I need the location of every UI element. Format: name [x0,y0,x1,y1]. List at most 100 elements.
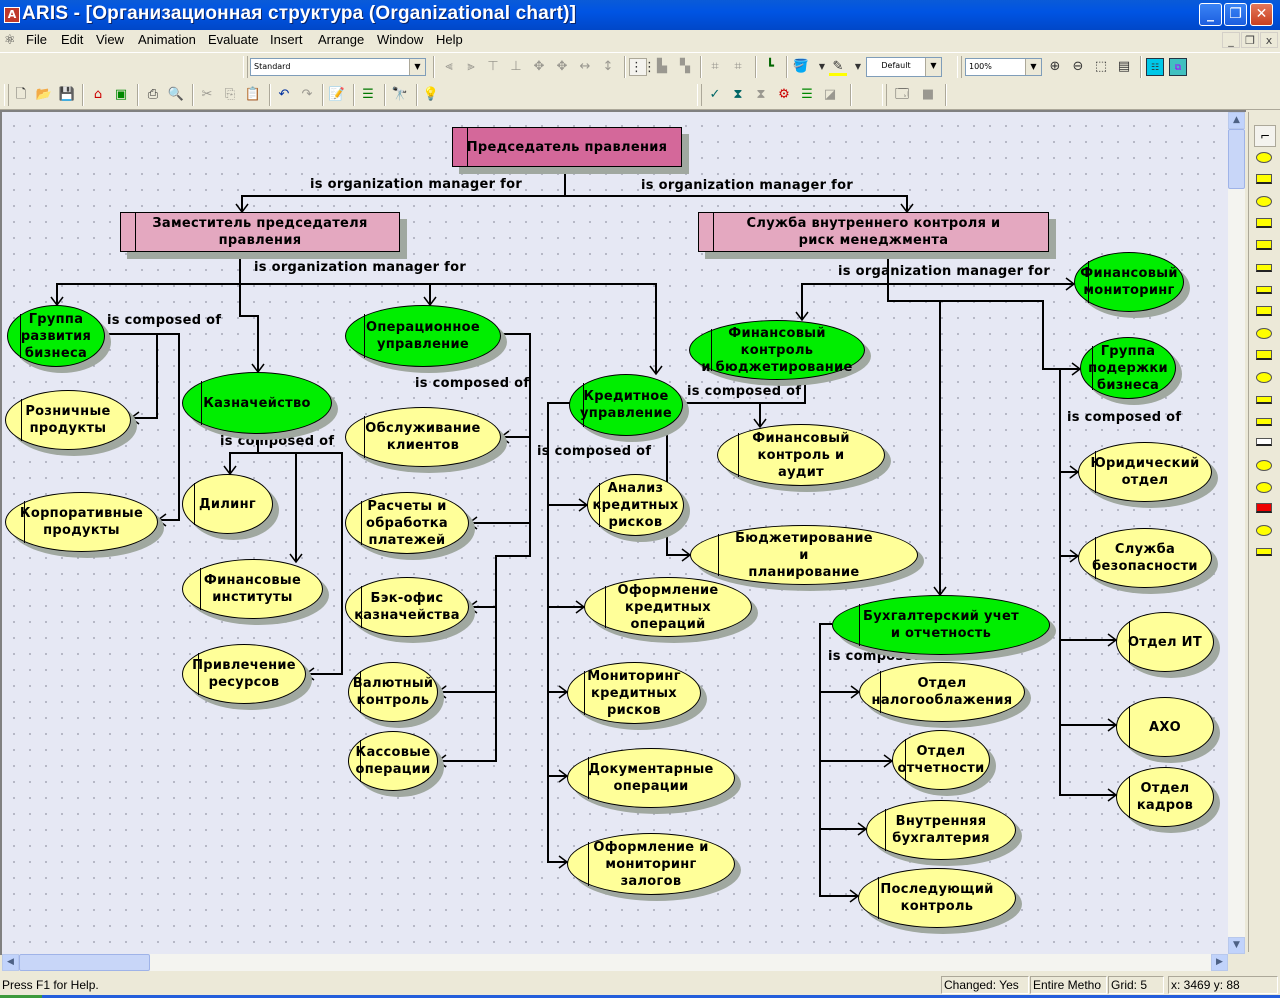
send-back-icon[interactable]: ▚ [680,59,690,74]
menu-window[interactable]: Window [377,32,424,47]
org-unit-documentary[interactable]: Документарные операции [567,748,735,808]
org-unit-operations[interactable]: Операционное управление [345,305,501,367]
zoom-combo[interactable]: 100% ▼ [965,58,1042,76]
fill-color-icon[interactable]: 🪣 [792,59,810,74]
restore-button[interactable]: ❐ [1224,3,1247,26]
scroll-down-icon[interactable]: ▼ [1228,937,1245,954]
diagram-canvas[interactable]: is organization manager for is organizat… [2,112,1228,954]
symbol-external-person-icon[interactable] [1256,306,1272,316]
horizontal-scroll-thumb[interactable] [19,954,150,971]
org-unit-internal-accounting[interactable]: Внутренняя бухгалтерия [866,800,1016,860]
mdi-close-button[interactable]: x [1260,32,1278,48]
toolbar-grip[interactable] [697,84,702,106]
undo-icon[interactable]: ↶ [278,87,290,102]
menu-evaluate[interactable]: Evaluate [208,32,259,47]
org-unit-legal[interactable]: Юридический отдел [1078,442,1212,502]
fill-color-dropdown-icon[interactable]: ▼ [818,62,826,71]
org-unit-dealing[interactable]: Дилинг [182,474,273,534]
center-horizontal-icon[interactable]: ✥ [533,59,545,74]
simulate-alt-icon[interactable]: ⧗ [756,87,766,102]
open-icon[interactable]: 📂 [35,87,53,102]
explorer-icon[interactable]: ⌂ [93,87,103,102]
org-unit-credit-risk-analysis[interactable]: Анализ кредитных рисков [587,474,684,536]
org-unit-credit-risk-monitoring[interactable]: Мониторинг кредитных рисков [567,662,701,724]
symbol-external-icon[interactable] [1256,482,1272,493]
org-unit-retail[interactable]: Розничные продукты [5,390,131,450]
org-unit-accounting[interactable]: Бухгалтерский учет и отчетность [832,595,1050,655]
export-icon[interactable]: ◪ [823,87,837,102]
print-preview-icon[interactable]: 🔍 [167,87,185,102]
menu-animation[interactable]: Animation [138,32,196,47]
group-icon[interactable]: ⌗ [711,59,719,74]
compare-icon[interactable]: ☰ [801,87,813,102]
same-height-icon[interactable]: ↕ [602,59,614,74]
tip-icon[interactable]: 💡 [422,87,440,102]
line-color-dropdown-icon[interactable]: ▼ [854,62,862,71]
toolbar-grip[interactable] [957,56,962,78]
chevron-down-icon[interactable]: ▼ [409,59,425,75]
align-bottom-icon[interactable]: ⊥ [510,59,522,74]
org-unit-reporting[interactable]: Отдел отчетности [892,730,990,790]
org-unit-treasury[interactable]: Казначейство [182,372,332,434]
minimize-button[interactable]: _ [1199,3,1222,26]
center-vertical-icon[interactable]: ✥ [556,59,568,74]
line-color-icon[interactable]: ✎ [829,58,847,76]
org-unit-backoffice[interactable]: Бэк-офис казначейства [345,577,469,637]
zoom-in-icon[interactable]: ⊕ [1049,59,1061,74]
document-icon[interactable]: ⚛ [4,32,16,47]
chevron-down-icon[interactable]: ▼ [1025,59,1041,75]
layout-tree-icon[interactable]: ┗ [766,59,774,74]
close-button[interactable]: ✕ [1250,3,1273,26]
cut-icon[interactable]: ✂ [201,87,213,102]
print-icon[interactable]: ⎙ [147,87,159,102]
org-unit-corporate[interactable]: Корпоративные продукты [5,492,158,552]
start-button[interactable] [0,995,42,998]
menu-insert[interactable]: Insert [270,32,303,47]
org-unit-collateral[interactable]: Оформление и мониторинг залогов [567,833,735,895]
symbol-org-type-icon[interactable] [1256,328,1272,339]
org-unit-chairman[interactable]: Председатель правления [452,127,682,167]
toolbar-grip[interactable] [4,84,9,106]
simulate-icon[interactable]: ⧗ [733,87,743,102]
scroll-left-icon[interactable]: ◀ [2,954,19,971]
mdi-minimize-button[interactable]: _ [1222,32,1240,48]
semantic-icon[interactable]: 🗔 [894,87,910,102]
symbol-person-icon[interactable] [1256,240,1272,250]
font-combo[interactable]: Default ▼ [866,57,942,77]
org-unit-funding[interactable]: Привлечение ресурсов [182,644,306,704]
zoom-rect-icon[interactable]: ⬚ [1094,59,1108,74]
menu-help[interactable]: Help [436,32,463,47]
symbol-group-type-icon[interactable] [1256,372,1272,383]
horizontal-scrollbar[interactable]: ◀ ▶ [2,954,1228,971]
symbol-internal-icon[interactable] [1256,460,1272,471]
org-unit-cash-ops[interactable]: Кассовые операции [348,731,438,791]
org-unit-fin-monitoring[interactable]: Финансовый мониторинг [1074,252,1184,312]
menu-arrange[interactable]: Arrange [318,32,365,47]
properties-view-icon[interactable]: ☷ [1146,58,1164,76]
new-icon[interactable]: 🗋 [15,87,27,102]
check-icon[interactable]: ✓ [709,87,721,102]
symbol-location-type-icon[interactable] [1256,418,1272,426]
org-unit-tax[interactable]: Отдел налогооблажения [859,662,1025,722]
chevron-down-icon[interactable]: ▼ [925,58,941,76]
org-unit-client-service[interactable]: Обслуживание клиентов [345,407,501,467]
symbol-employee-icon[interactable] [1256,286,1272,294]
menu-edit[interactable]: Edit [61,32,84,47]
symbol-role-icon[interactable] [1256,218,1272,228]
mdi-restore-button[interactable]: ❐ [1241,32,1259,48]
org-unit-hr[interactable]: Отдел кадров [1116,767,1214,827]
navigator-icon[interactable]: ▣ [114,87,128,102]
grid-icon[interactable]: ⋮⋮ [629,58,656,76]
org-unit-deputy-chairman[interactable]: Заместитель председателя правления [120,212,400,252]
org-unit-admin[interactable]: АХО [1116,697,1214,757]
stop-icon[interactable]: ■ [921,87,935,102]
flow-icon[interactable]: ⚙ [778,87,790,102]
org-unit-credit-ops[interactable]: Оформление кредитных операций [584,577,752,637]
symbol-position-type-icon[interactable] [1256,350,1272,360]
org-unit-payments[interactable]: Расчеты и обработка платежей [345,492,469,554]
toolbar-grip[interactable] [882,84,887,106]
symbol-unit-alt-icon[interactable] [1256,525,1272,536]
vertical-scroll-thumb[interactable] [1228,129,1245,189]
org-unit-credit[interactable]: Кредитное управление [569,374,683,436]
symbol-location-icon[interactable] [1256,264,1272,272]
